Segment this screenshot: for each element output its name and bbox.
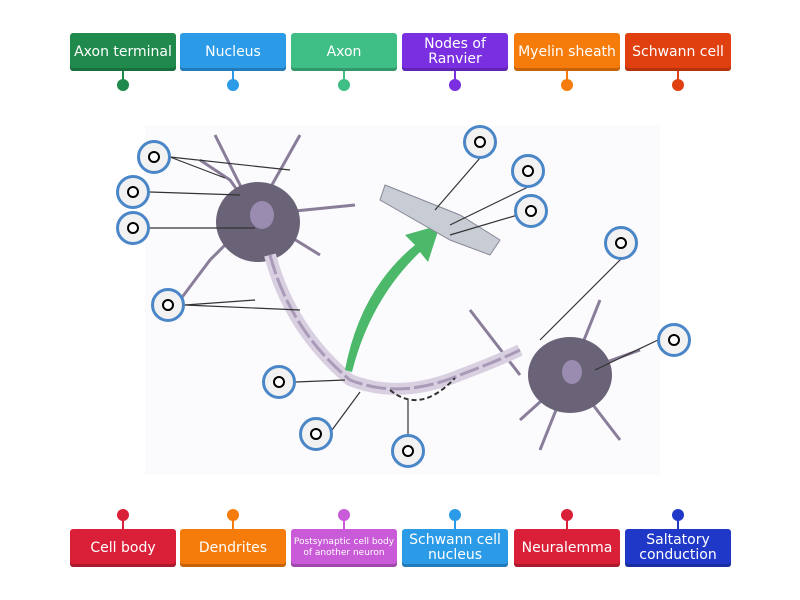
label-tag[interactable]: Nodes of Ranvier	[402, 33, 508, 71]
drop-target[interactable]	[657, 323, 691, 357]
tag-pin	[343, 517, 345, 529]
target-marker-icon	[148, 151, 160, 163]
drop-target[interactable]	[391, 434, 425, 468]
tag-pin-head	[227, 509, 239, 521]
zoom-arrow	[345, 225, 440, 372]
target-marker-icon	[310, 428, 322, 440]
drop-target[interactable]	[137, 140, 171, 174]
label-tag[interactable]: Neuralemma	[514, 529, 620, 567]
tag-pin-head	[672, 79, 684, 91]
tag-pin	[677, 517, 679, 529]
postsynaptic-nucleus	[562, 360, 582, 384]
tag-pin-head	[449, 509, 461, 521]
drop-target[interactable]	[514, 194, 548, 228]
tag-pin	[566, 71, 568, 83]
drop-target[interactable]	[463, 125, 497, 159]
tag-pin-head	[117, 509, 129, 521]
nucleus	[250, 201, 274, 229]
tag-pin-head	[672, 509, 684, 521]
label-tag[interactable]: Axon terminal	[70, 33, 176, 71]
drop-target[interactable]	[299, 417, 333, 451]
target-marker-icon	[615, 237, 627, 249]
tag-pin	[232, 71, 234, 83]
drop-target[interactable]	[151, 288, 185, 322]
drop-target[interactable]	[604, 226, 638, 260]
label-tag[interactable]: Cell body	[70, 529, 176, 567]
tag-pin-head	[561, 79, 573, 91]
target-marker-icon	[474, 136, 486, 148]
drop-target[interactable]	[262, 365, 296, 399]
drop-target[interactable]	[116, 175, 150, 209]
target-marker-icon	[522, 165, 534, 177]
tag-pin	[677, 71, 679, 83]
label-tag[interactable]: Schwann cell	[625, 33, 731, 71]
tag-pin-head	[449, 79, 461, 91]
target-marker-icon	[127, 222, 139, 234]
label-tag[interactable]: Axon	[291, 33, 397, 71]
tag-pin	[454, 71, 456, 83]
tag-pin-head	[561, 509, 573, 521]
label-tag[interactable]: Nucleus	[180, 33, 286, 71]
target-marker-icon	[162, 299, 174, 311]
target-marker-icon	[127, 186, 139, 198]
target-marker-icon	[402, 445, 414, 457]
axon-closeup	[379, 184, 501, 256]
tag-pin-head	[117, 79, 129, 91]
drop-target[interactable]	[116, 211, 150, 245]
tag-pin-head	[338, 79, 350, 91]
label-tag[interactable]: Saltatory conduction	[625, 529, 731, 567]
tag-pin-head	[227, 79, 239, 91]
tag-pin	[122, 517, 124, 529]
saltatory-arc	[389, 377, 456, 402]
label-tag[interactable]: Schwann cell nucleus	[402, 529, 508, 567]
target-marker-icon	[525, 205, 537, 217]
drop-target[interactable]	[511, 154, 545, 188]
label-tag[interactable]: Postsynaptic cell body of another neuron	[291, 529, 397, 567]
target-marker-icon	[668, 334, 680, 346]
target-marker-icon	[273, 376, 285, 388]
tag-pin	[122, 71, 124, 83]
label-tag[interactable]: Myelin sheath	[514, 33, 620, 71]
tag-pin	[232, 517, 234, 529]
tag-pin	[343, 71, 345, 83]
label-tag[interactable]: Dendrites	[180, 529, 286, 567]
axon-line	[268, 254, 521, 391]
tag-pin-head	[338, 509, 350, 521]
tag-pin	[454, 517, 456, 529]
tag-pin	[566, 517, 568, 529]
